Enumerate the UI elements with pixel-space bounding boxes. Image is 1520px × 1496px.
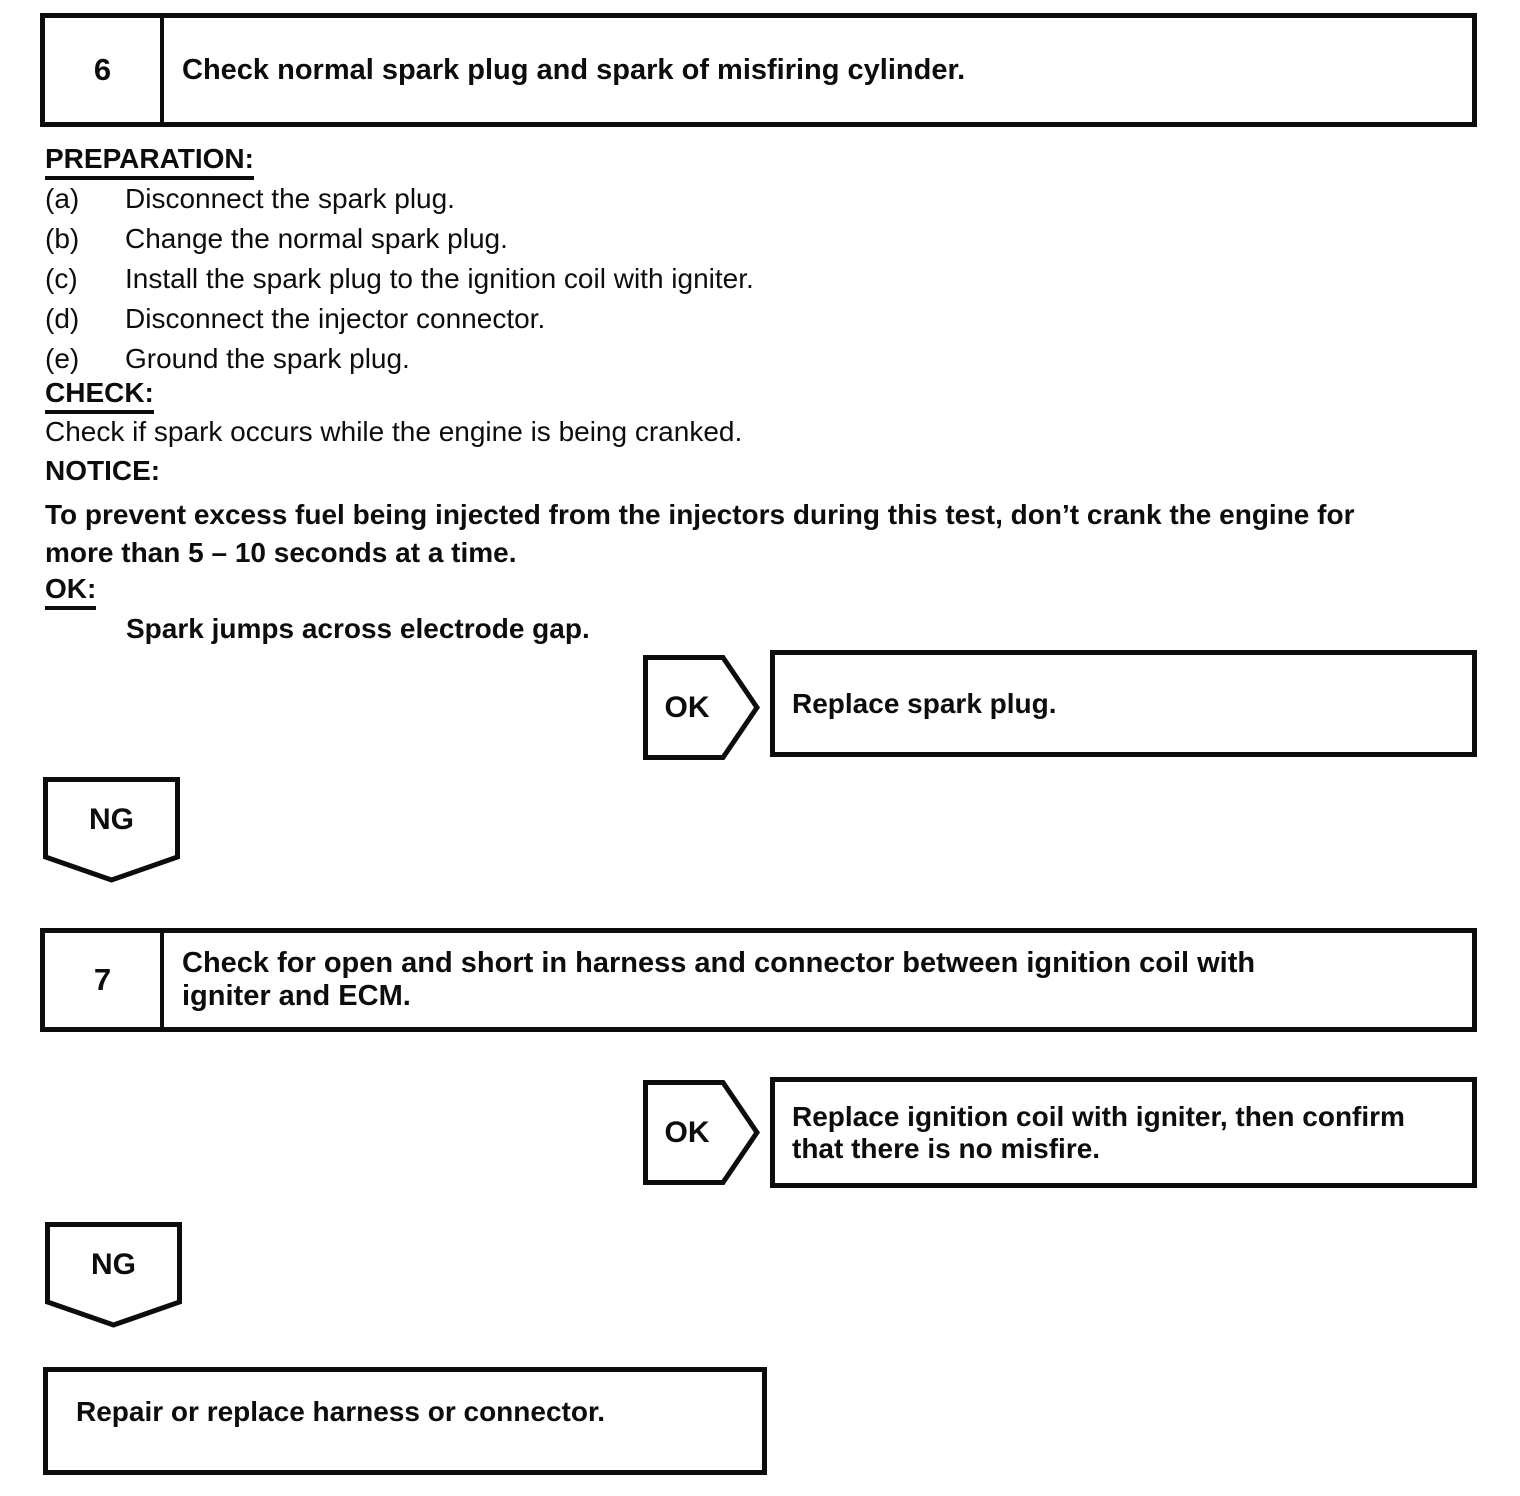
step-7-box: 7 Check for open and short in harness an… — [40, 928, 1477, 1032]
step-6-title-text: Check normal spark plug and spark of mis… — [182, 53, 966, 86]
item-text: Ground the spark plug. — [125, 343, 410, 374]
item-label: (d) — [45, 303, 80, 334]
preparation-item: (a) Disconnect the spark plug. — [45, 179, 754, 219]
ng-arrow-icon: NG — [45, 1222, 182, 1328]
ok-arrow-icon: OK — [643, 655, 760, 760]
item-label: (b) — [45, 223, 80, 254]
notice-line: more than 5 – 10 seconds at a time. — [45, 537, 517, 568]
notice-heading: NOTICE: — [45, 455, 161, 486]
step-7-title-lines: Check for open and short in harness and … — [182, 947, 1255, 1013]
check-text: Check if spark occurs while the engine i… — [45, 416, 743, 447]
step-7-title-line: Check for open and short in harness and … — [182, 947, 1256, 979]
item-label: (c) — [45, 263, 78, 294]
ok-arrow-shape — [643, 655, 760, 760]
result-text-line: that there is no misfire. — [792, 1132, 1101, 1164]
preparation-item: (e) Ground the spark plug. — [45, 339, 754, 379]
result-text-line: Replace ignition coil with igniter, then… — [792, 1100, 1405, 1132]
ng-arrow-shape — [45, 1222, 182, 1328]
ng-arrow-icon: NG — [43, 777, 180, 883]
step-7-title: Check for open and short in harness and … — [164, 933, 1472, 1027]
step-7-number: 7 — [45, 933, 164, 1027]
ok-arrow-shape — [643, 1080, 760, 1185]
item-text: Change the normal spark plug. — [125, 223, 508, 254]
step-6-title: Check normal spark plug and spark of mis… — [164, 18, 1472, 122]
preparation-item: (c) Install the spark plug to the igniti… — [45, 259, 754, 299]
result-box-replace-spark-plug: Replace spark plug. — [770, 650, 1477, 757]
item-label: (e) — [45, 343, 80, 374]
preparation-item: (b) Change the normal spark plug. — [45, 219, 754, 259]
step-7-title-line: igniter and ECM. — [182, 980, 411, 1012]
item-label: (a) — [45, 183, 80, 214]
preparation-heading: PREPARATION: — [45, 144, 254, 180]
step-6-number: 6 — [45, 18, 164, 122]
ng-arrow-label: NG — [89, 803, 134, 836]
result-box-repair-harness: Repair or replace harness or connector. — [43, 1367, 767, 1475]
item-text: Disconnect the spark plug. — [125, 183, 455, 214]
ok-arrow-label: OK — [664, 1116, 710, 1149]
ok-criteria-text: Spark jumps across electrode gap. — [126, 613, 590, 644]
notice-paragraph: To prevent excess fuel being injected fr… — [45, 496, 1354, 572]
step-6-box: 6 Check normal spark plug and spark of m… — [40, 13, 1477, 127]
ok-criteria-heading: OK: — [45, 574, 97, 610]
final-box-text: Repair or replace harness or connector. — [76, 1396, 606, 1427]
ok-arrow-icon: OK — [643, 1080, 760, 1185]
preparation-item: (d) Disconnect the injector connector. — [45, 299, 754, 339]
ng-arrow-label: NG — [91, 1248, 136, 1281]
notice-line: To prevent excess fuel being injected fr… — [45, 499, 1355, 530]
item-text: Disconnect the injector connector. — [125, 303, 546, 334]
item-text: Install the spark plug to the ignition c… — [125, 263, 754, 294]
check-heading: CHECK: — [45, 378, 154, 414]
preparation-list: (a) Disconnect the spark plug. (b) Chang… — [45, 179, 754, 379]
result-box-replace-ignition-coil: Replace ignition coil with igniter, then… — [770, 1077, 1477, 1188]
ng-arrow-shape — [43, 777, 180, 883]
result-text: Replace spark plug. — [792, 687, 1057, 719]
ok-arrow-label: OK — [664, 691, 710, 724]
result-text-lines: Replace ignition coil with igniter, then… — [792, 1101, 1405, 1165]
